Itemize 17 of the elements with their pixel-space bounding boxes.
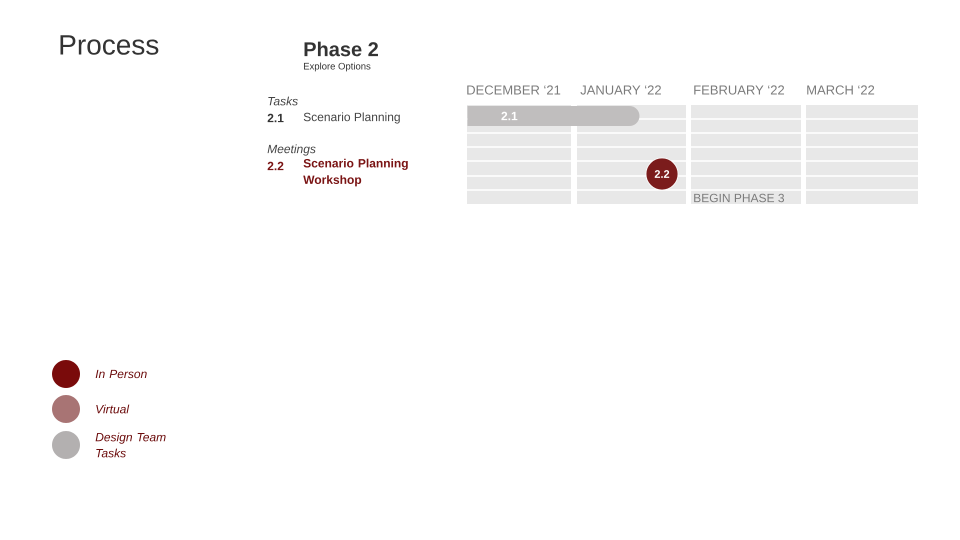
item-number: 2.1	[268, 114, 284, 122]
section-label: Meetings	[268, 144, 316, 156]
month-heading: FEBRUARY ‘22	[694, 85, 784, 95]
item-text: Scenario Planning Workshop	[303, 158, 408, 186]
legend-label: In Person	[96, 370, 147, 378]
milestone-label: BEGIN PHASE 3	[694, 194, 784, 202]
phase-heading: Phase 2	[304, 42, 378, 56]
task-bar: 2.1	[467, 106, 640, 126]
item-number: 2.2	[268, 162, 284, 170]
item-text: Scenario Planning	[304, 112, 400, 124]
section-label: Tasks	[268, 96, 298, 106]
legend-label: Virtual	[96, 404, 130, 414]
month-heading: JANUARY ‘22	[580, 85, 661, 95]
month-heading: MARCH ‘22	[807, 85, 874, 95]
title: Process	[60, 35, 158, 55]
legend-label: Design Team Tasks	[96, 432, 166, 458]
subheading: Explore Options	[304, 62, 370, 72]
